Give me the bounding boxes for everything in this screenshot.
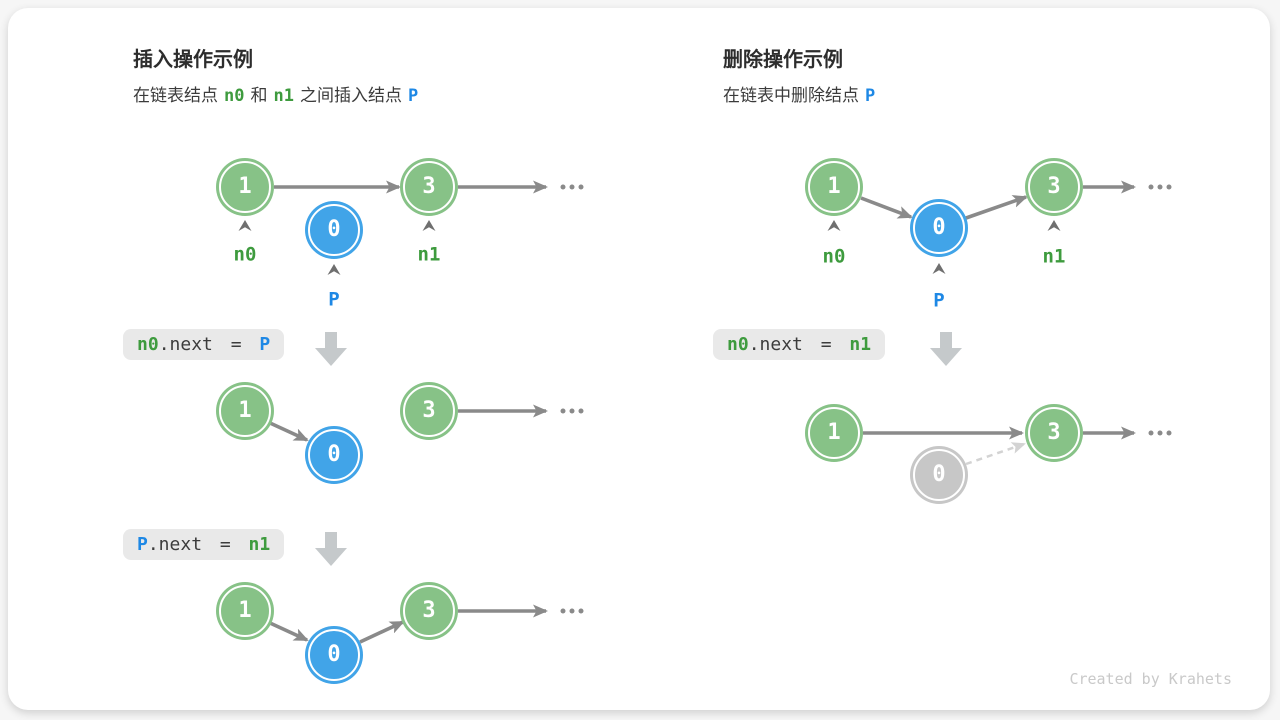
code-token: .next =: [748, 334, 850, 355]
down-arrow-icon: [930, 332, 962, 366]
arrow-1-to-0: [269, 421, 309, 442]
down-arrow-icon: [315, 332, 347, 366]
ellipsis-icon: [1148, 430, 1172, 436]
code-token: n0: [727, 334, 749, 355]
node-label-n1: n1: [417, 243, 441, 266]
watermark: Created by Krahets: [1069, 670, 1232, 688]
caret-up-icon: [327, 264, 341, 275]
ellipsis-icon: [560, 184, 584, 190]
code-token: n1: [849, 334, 872, 355]
subtitle-text: 之间插入结点: [299, 86, 402, 105]
ellipsis-icon: [560, 408, 584, 414]
section-title-insert: 插入操作示例: [133, 49, 253, 71]
arrow-1-to-0: [269, 621, 309, 642]
caret-up-icon: [827, 220, 841, 231]
code-token: .next =: [158, 334, 260, 355]
node-circle-3: 3: [403, 385, 455, 437]
node-label-n1: n1: [1042, 245, 1066, 268]
code-token: .next =: [147, 534, 249, 555]
node-label-n0: n0: [233, 243, 257, 266]
caret-up-icon: [238, 220, 252, 231]
node-circle-3: 3: [403, 585, 455, 637]
ellipsis-icon: [560, 608, 584, 614]
section-title-delete: 删除操作示例: [723, 49, 843, 71]
node-circle-3: 3: [403, 161, 455, 213]
node-circle-1: 1: [219, 385, 271, 437]
token-p: P: [407, 86, 419, 106]
code-chip-p-next: P.next = n1: [123, 529, 285, 561]
down-arrow-icon: [315, 532, 347, 566]
arrow-0-to-3-dashed: [965, 442, 1026, 466]
code-token: P: [259, 334, 271, 355]
node-circle-p: 0: [308, 204, 360, 256]
token-n0: n0: [224, 86, 245, 106]
subtitle-text: 在链表结点: [133, 86, 218, 105]
caret-up-icon: [932, 263, 946, 274]
node-circle-3: 3: [1028, 161, 1080, 213]
node-circle-3: 3: [1028, 407, 1080, 459]
token-n1: n1: [273, 86, 294, 106]
section-subtitle-delete: 在链表中删除结点 P: [723, 85, 881, 107]
node-circle-1: 1: [219, 161, 271, 213]
node-circle-p-removed: 0: [913, 449, 965, 501]
section-subtitle-insert: 在链表结点 n0 和 n1 之间插入结点 P: [133, 85, 424, 107]
code-token: P: [137, 534, 148, 555]
code-token: n1: [248, 534, 271, 555]
arrows-layer: [269, 180, 1136, 644]
subtitle-text: 在链表中删除结点: [723, 86, 859, 105]
node-circle-1: 1: [808, 161, 860, 213]
caret-up-icon: [422, 220, 436, 231]
node-label-p: P: [328, 288, 340, 311]
code-chip-n0-next: n0.next = n1: [713, 329, 886, 361]
ellipsis-icon: [1148, 184, 1172, 190]
node-circle-1: 1: [808, 407, 860, 459]
subtitle-text: 和: [250, 86, 268, 105]
node-circle-1: 1: [219, 585, 271, 637]
caret-up-icon: [1047, 220, 1061, 231]
figure-canvas: 插入操作示例 在链表结点 n0 和 n1 之间插入结点 P 1 3 0 n0 n1 P n…: [8, 8, 1270, 710]
node-circle-p: 0: [308, 429, 360, 481]
token-p: P: [865, 86, 876, 106]
figure-card: 插入操作示例 在链表结点 n0 和 n1 之间插入结点 P 1 3 0 n0 n1 P n…: [8, 8, 1270, 710]
node-label-p: P: [933, 289, 945, 312]
node-circle-p: 0: [913, 202, 965, 254]
node-circle-p: 0: [308, 629, 360, 681]
arrow-0-to-3: [359, 620, 405, 644]
node-label-n0: n0: [822, 245, 846, 268]
code-chip-n0-next: n0.next = P: [123, 329, 285, 361]
code-token: n0: [137, 334, 159, 355]
arrow-0-to-3: [965, 195, 1028, 220]
arrow-1-to-0: [860, 196, 913, 219]
